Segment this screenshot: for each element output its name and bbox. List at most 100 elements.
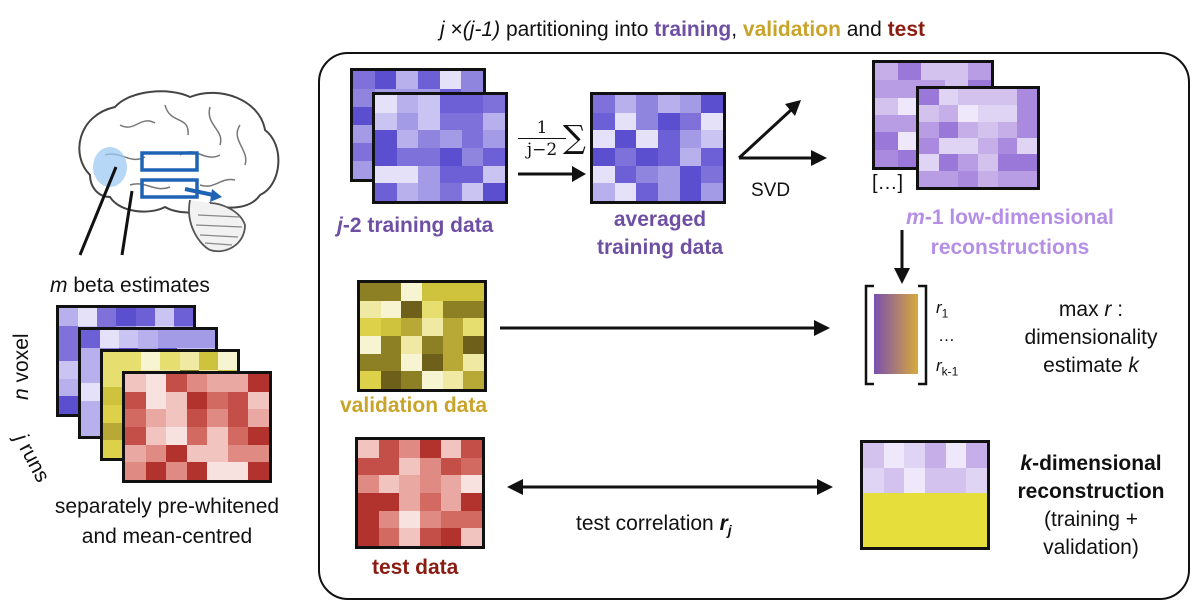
title-and: and (840, 18, 888, 41)
matrix-cell (418, 112, 440, 131)
matrix-cell (938, 105, 959, 122)
matrix-cell (679, 183, 702, 201)
estimate-k: k (1128, 354, 1139, 377)
matrix-cell (875, 80, 899, 98)
matrix-cell (78, 308, 98, 326)
matrix-cell (614, 165, 637, 184)
matrix-cell (1017, 154, 1037, 171)
matrix-cell (966, 443, 987, 468)
matrix-cell (863, 467, 884, 493)
matrix-cell (701, 130, 723, 148)
matrix-cell (358, 457, 379, 476)
test-correlation-label: test correlation rj (576, 512, 732, 540)
matrix-cell (399, 510, 420, 529)
validation-data-label: validation data (340, 394, 488, 417)
matrix-cell (59, 325, 79, 344)
matrix-cell (898, 63, 922, 81)
matrix-cell (248, 374, 269, 392)
matrix-cell (1017, 89, 1037, 106)
matrix-cell (380, 283, 402, 301)
reconstructions-label: m-1 low-dimensional reconstructions (880, 203, 1140, 263)
matrix-cell (657, 165, 680, 184)
matrix-cell (898, 115, 922, 133)
title-paren-expr: (j-1) (462, 18, 501, 41)
matrix-cell (483, 147, 505, 166)
matrix-cell (418, 130, 440, 148)
matrix-cell (461, 112, 484, 131)
matrix-cell (145, 462, 167, 480)
matrix-cell (375, 112, 397, 131)
matrix-cell (145, 409, 167, 427)
matrix-cell (461, 510, 482, 529)
matrix-cell (419, 457, 441, 476)
correlation-r1: r1 (936, 298, 948, 320)
r1-r: r (936, 298, 942, 317)
average-arrow (518, 166, 586, 182)
fraction-denominator: j−2 (526, 140, 558, 160)
matrix-cell (103, 422, 123, 441)
matrix-cell (938, 154, 959, 171)
matrix-cell (701, 112, 723, 131)
matrix-cell (977, 121, 998, 138)
matrix-cell (701, 95, 723, 113)
matrix-cell (679, 165, 702, 184)
beta-rest: beta estimates (67, 274, 210, 297)
dimensionality-line-3: estimate k (1006, 352, 1176, 380)
averaged-line-1: averaged (613, 208, 707, 231)
matrix-cell (938, 170, 959, 187)
matrix-cell (958, 138, 978, 155)
matrix-cell (380, 300, 402, 319)
matrix-cell (657, 112, 680, 131)
matrix-cell (186, 374, 208, 392)
matrix-cell (442, 353, 464, 372)
matrix-cell (59, 396, 79, 414)
matrix-cell (399, 440, 420, 458)
matrix-cell (863, 443, 884, 468)
matrix-cell (944, 63, 968, 81)
matrix-cell (461, 457, 482, 476)
matrix-cell (81, 365, 101, 383)
matrix-cell (679, 130, 702, 148)
matrix-cell (353, 71, 375, 89)
matrix-cell (81, 382, 101, 401)
matrix-cell (593, 183, 615, 201)
matrix-cell (919, 170, 939, 187)
matrix-cell (401, 371, 422, 389)
title-j: j (440, 18, 445, 41)
matrix-cell (439, 183, 462, 201)
matrix-cell (1017, 121, 1037, 138)
correlation-rk: rk-1 (936, 356, 958, 378)
matrix-cell (421, 283, 443, 301)
matrix-cell (938, 138, 959, 155)
r1-sub: 1 (941, 306, 949, 321)
matrix-cell (461, 183, 484, 201)
reconstructions-line-1-rest: -1 low-dimensional (924, 206, 1114, 229)
matrix-cell (248, 391, 269, 410)
matrix-cell (227, 426, 249, 445)
k-recon-k: k (1020, 452, 1033, 475)
matrix-cell (442, 283, 464, 301)
matrix-cell (1017, 170, 1037, 187)
matrix-cell (81, 330, 101, 348)
matrix-cell (396, 112, 419, 131)
k-recon-line-1: k-dimensional (996, 450, 1186, 478)
matrix-cell (898, 149, 922, 167)
matrix-cell (977, 170, 998, 187)
dimensionality-line-2: dimensionality (1024, 326, 1158, 349)
matrix-cell (380, 335, 402, 354)
validation-arrow (500, 320, 830, 336)
matrix-cell (593, 130, 615, 148)
matrix-cell (1017, 105, 1037, 122)
matrix-cell (353, 89, 375, 107)
matrix-cell (103, 440, 123, 458)
k-reconstruction-matrix (860, 440, 990, 550)
matrix-cell (103, 352, 123, 370)
matrix-cell (958, 89, 978, 106)
k-recon-line-2: reconstruction (1017, 480, 1165, 503)
matrix-cell (679, 95, 702, 113)
matrix-cell (958, 170, 978, 187)
k-recon-line-3: (training + (1044, 508, 1138, 531)
matrix-cell (360, 283, 381, 301)
matrix-cell (875, 132, 899, 150)
matrix-cell (195, 330, 215, 348)
